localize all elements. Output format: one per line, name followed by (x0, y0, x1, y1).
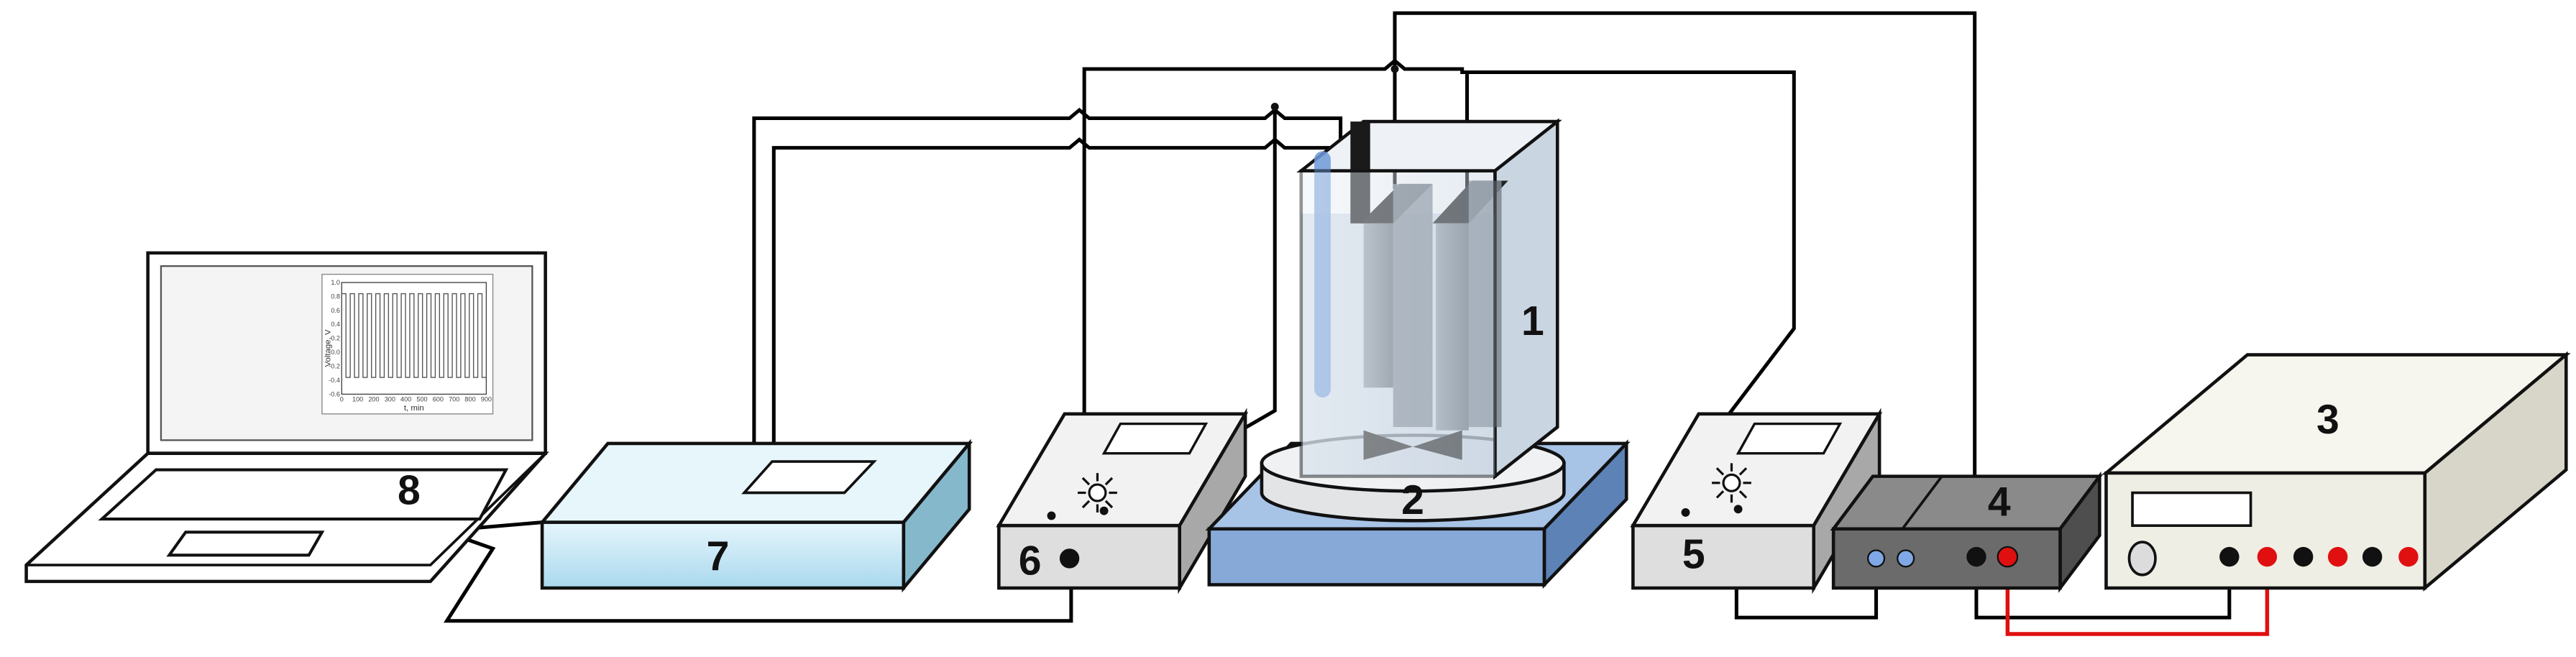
box-4-blue-terminal (1866, 549, 1886, 568)
plot-x-label: t, min (404, 404, 424, 413)
laptop-touchpad (166, 530, 325, 557)
unit-7: 7 (538, 438, 973, 593)
plot-x-tick-label: 700 (449, 396, 459, 403)
box-4-black-terminal (1966, 546, 1986, 567)
unit-5-sun-icon (1712, 463, 1751, 503)
unit-5-terminal (1681, 507, 1690, 517)
unit-5-terminal (1733, 505, 1743, 514)
cell-1: 1 (1296, 118, 1562, 480)
laptop-screen-plot: 1.0 0.8 0.6 0.4 0.2 0.0 -0.2 -0.4 -0.6 0 100 200 30… (321, 273, 494, 415)
laptop: 1.0 0.8 0.6 0.4 0.2 0.0 -0.2 -0.4 -0.6 0 100 200 30… (24, 251, 549, 584)
box-4-red-terminal (1997, 546, 2019, 568)
unit-6-sun-icon (1078, 473, 1117, 513)
plot-y-tick-label: -0.2 (329, 363, 340, 370)
red-lead (2005, 558, 2270, 636)
label-5: 5 (1682, 532, 1705, 578)
plot-x-tick-label: 800 (464, 396, 475, 403)
plot-x-tick-label: 0 (340, 396, 344, 403)
plot-y-ticks: 1.0 0.8 0.6 0.4 0.2 0.0 -0.2 -0.4 -0.6 (329, 279, 340, 398)
voltage-waveform (341, 293, 487, 378)
plot-y-tick-label: 1.0 (331, 279, 340, 286)
label-6: 6 (1019, 538, 1042, 584)
label-4: 4 (1988, 479, 2011, 525)
power-supply-3: 3 (2101, 351, 2571, 592)
power-supply-red-terminal (2257, 546, 2278, 567)
plot-x-tick-label: 400 (400, 396, 411, 403)
label-7: 7 (707, 533, 730, 579)
power-supply-black-terminal (2362, 546, 2383, 567)
plot-x-tick-label: 100 (352, 396, 363, 403)
plot-y-tick-label: 0.2 (331, 335, 340, 342)
power-supply-black-terminal (2293, 546, 2314, 567)
power-supply-display (2131, 491, 2252, 528)
plot-x-tick-label: 600 (433, 396, 444, 403)
label-1: 1 (1521, 298, 1544, 344)
unit-5: 5 (1630, 408, 1883, 594)
power-supply-red-terminal (2327, 546, 2348, 567)
plot-x-tick-label: 200 (368, 396, 379, 403)
plot-x-tick-label: 900 (481, 396, 492, 403)
plot-x-tick-label: 500 (416, 396, 427, 403)
plot-y-tick-label: 0.8 (331, 293, 340, 300)
plot-y-tick-label: -0.4 (329, 377, 340, 384)
plot-y-tick-label: 0.0 (331, 349, 340, 356)
box-4: 4 (1830, 471, 2103, 593)
plot-y-tick-label: 0.6 (331, 307, 340, 314)
label-8: 8 (398, 467, 421, 513)
plot-x-tick-label: 300 (385, 396, 395, 403)
plot-y-tick-label: -0.6 (329, 390, 340, 398)
laptop-keyboard (98, 468, 509, 521)
plot-y-label: Voltage, V (324, 329, 332, 367)
unit-7-display (741, 460, 877, 495)
unit-5-display (1736, 422, 1843, 455)
label-3: 3 (2316, 397, 2339, 443)
label-2: 2 (1401, 477, 1424, 523)
laptop-base-edge (26, 452, 546, 566)
wire-junctions (1270, 65, 1399, 111)
unit-6: 6 (996, 408, 1249, 594)
unit-6-terminal (1099, 506, 1109, 515)
unit-6-jack (1059, 548, 1080, 569)
power-supply-black-terminal (2219, 546, 2240, 567)
power-supply-red-terminal (2398, 546, 2419, 567)
unit-6-terminal (1047, 511, 1056, 520)
power-supply-knob (2127, 541, 2157, 576)
box-4-blue-terminal (1897, 549, 1915, 568)
unit-6-display (1101, 422, 1209, 455)
plot-x-ticks: 0 100 200 300 400 500 600 700 800 900 (340, 396, 492, 403)
cell-front-glass (1299, 169, 1497, 478)
plot-y-tick-label: 0.4 (331, 321, 340, 328)
